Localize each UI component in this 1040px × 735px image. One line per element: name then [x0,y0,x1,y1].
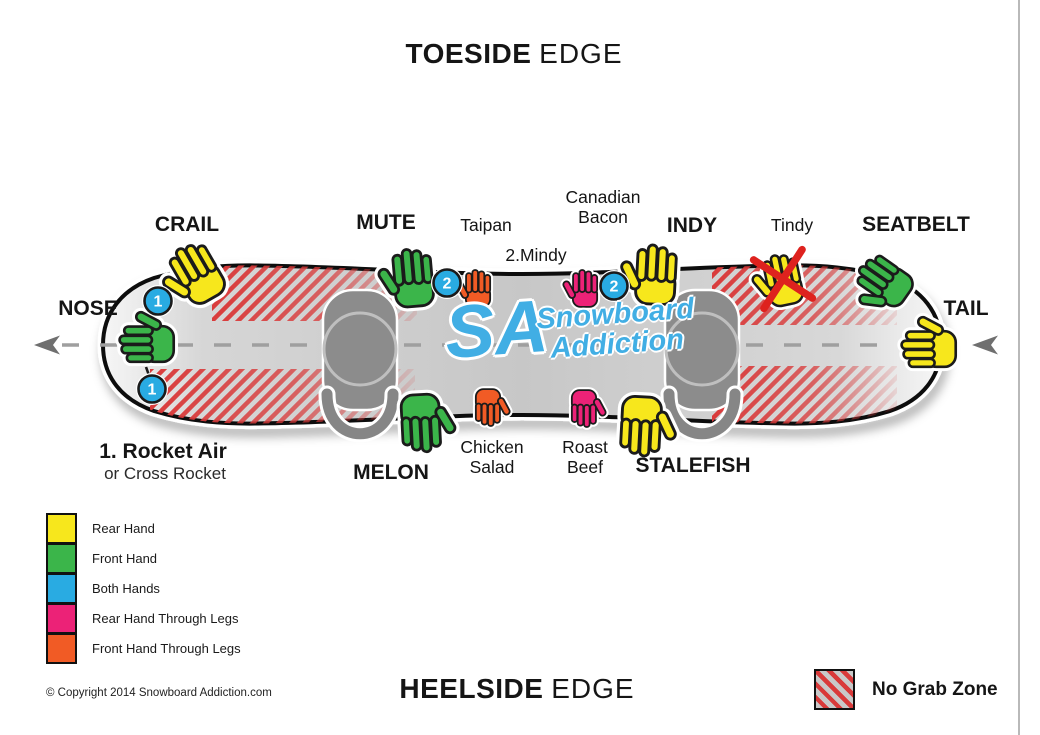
rocket-air-sublabel: or Cross Rocket [104,464,226,483]
toeside-title-light: EDGE [539,38,623,69]
front-binding [318,288,402,443]
both-hands-swatch [46,573,77,604]
tindy-label: Tindy [770,215,814,235]
no-grab-zone-legend: No Grab Zone [814,669,998,710]
legend-label: Front Hand [92,551,158,566]
toeside-edge-title: TOESIDE EDGE [405,38,622,70]
rear-binding [660,288,744,443]
legend-row-front-hand-through-legs: Front Hand Through Legs [46,633,241,664]
rear-hand-swatch [46,513,77,544]
legend-label: Front Hand Through Legs [92,641,241,656]
legend-label: Rear Hand Through Legs [92,611,239,626]
heelside-title-light: EDGE [551,673,635,704]
hand-count-badge: 2 [431,267,463,299]
svg-text:1: 1 [148,382,157,399]
tail-label: TAIL [943,297,989,320]
arrow-right-icon [972,335,998,355]
rocket-air-label: 1. Rocket Air [99,440,227,463]
nose-label: NOSE [58,297,118,320]
stalefish-label: STALEFISH [635,454,751,477]
seatbelt-label: SEATBELT [862,213,970,236]
cross-out-icon [749,245,817,313]
svg-text:2: 2 [443,276,452,293]
tindy-hand [747,245,817,313]
arrow-left-icon [34,335,60,355]
legend-label: Rear Hand [92,521,155,536]
heelside-title-strong: HEELSIDE [399,673,544,704]
toeside-title-strong: TOESIDE [405,38,532,69]
hand-count-badge: 1 [136,373,168,405]
legend-row-front-hand: Front Hand [46,543,241,574]
board-centerline [34,335,998,355]
taipan-label: Taipan [460,215,512,235]
canadian-bacon-label: Canadian Bacon [565,187,641,227]
page-edge-line [1018,0,1020,735]
rear-hand-through-legs-swatch [46,603,77,634]
hand-count-badge: 1 [142,285,174,317]
svg-text:1: 1 [154,294,163,311]
melon-label: MELON [353,461,429,484]
svg-text:2: 2 [610,279,619,296]
legend-row-rear-hand: Rear Hand [46,513,241,544]
front-hand-swatch [46,543,77,574]
legend-row-rear-hand-through-legs: Rear Hand Through Legs [46,603,241,634]
legend-row-both-hands: Both Hands [46,573,241,604]
legend-label: Both Hands [92,581,160,596]
front-hand-through-legs-swatch [46,633,77,664]
hand-color-legend: Rear Hand Front Hand Both Hands Rear Han… [46,513,241,664]
chicken-salad-label: Chicken Salad [460,437,524,477]
hands-layer: 1 1 2 2 [120,237,956,457]
roast-beef-label: Roast Beef [562,437,608,477]
hand-count-badge: 2 [598,270,630,302]
mute-label: MUTE [356,211,416,234]
heelside-edge-title: HEELSIDE EDGE [399,673,634,705]
mindy-label: 2.Mindy [505,245,567,265]
copyright-text: © Copyright 2014 Snowboard Addiction.com [46,687,272,699]
no-grab-zone-label: No Grab Zone [872,678,998,700]
no-grab-zone-swatch [814,669,855,710]
indy-label: INDY [666,214,718,237]
crail-label: CRAIL [154,213,220,236]
